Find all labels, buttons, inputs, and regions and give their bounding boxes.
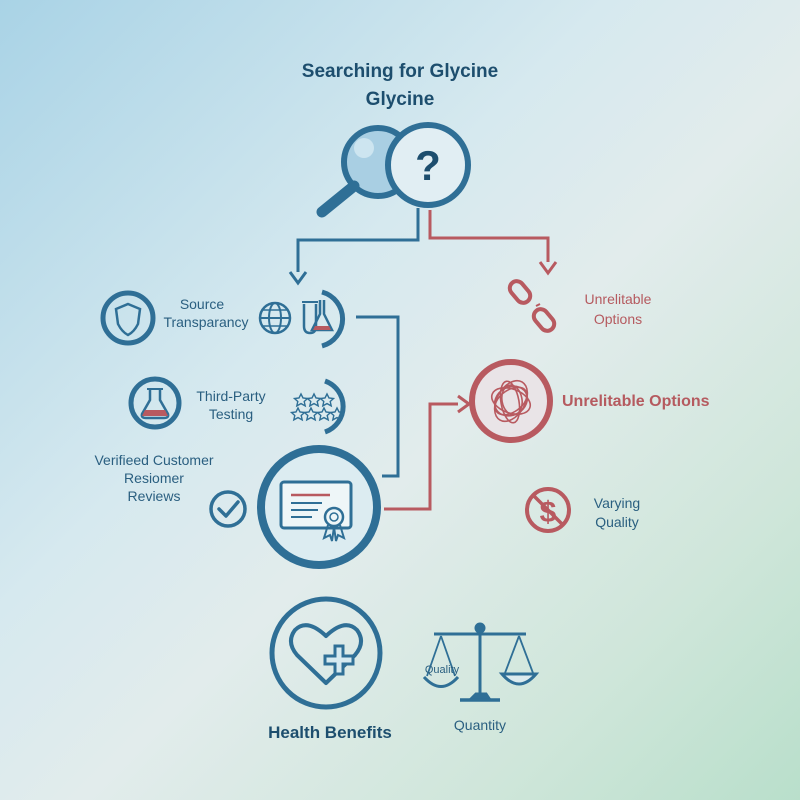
varying-quality-line2: Quality — [595, 514, 639, 530]
heart-plus-icon — [269, 596, 383, 710]
arrowhead-right — [538, 261, 558, 276]
lab-flasks-icon — [302, 300, 335, 335]
source-label-line2: Transparancy — [163, 314, 249, 330]
svg-text:$: $ — [540, 496, 557, 529]
connector-to-right — [428, 210, 550, 262]
reviews-label-line2: Resiomer — [124, 470, 184, 486]
balance-scale-icon — [422, 622, 540, 702]
tangled-chaos-icon — [469, 359, 553, 443]
page-title: Searching for Glycine — [301, 61, 499, 82]
bracket-arc-testing — [324, 378, 346, 435]
page-subtitle: Glycine — [365, 89, 435, 110]
source-label-line1: Source — [179, 296, 225, 312]
unreliable-options-small-line2: Options — [593, 311, 643, 327]
search-question-icon: ? — [316, 122, 471, 218]
bracket-arc-source — [321, 289, 346, 349]
arrowhead-chaos — [457, 394, 472, 414]
connector-certificate-to-chaos — [384, 402, 458, 511]
reviews-label-line1: Verifieed Customer — [94, 452, 214, 468]
svg-text:?: ? — [415, 142, 441, 189]
check-icon — [209, 490, 247, 528]
globe-icon — [258, 301, 292, 335]
unreliable-options-small-line1: Unrelitable — [584, 291, 652, 307]
health-benefits-label: Health Benefits — [268, 723, 392, 742]
connector-to-left — [296, 208, 420, 272]
arrowhead-left — [288, 271, 308, 286]
certificate-icon — [257, 445, 381, 569]
shield-icon — [100, 290, 156, 346]
unreliable-options-big: Unrelitable Options — [562, 393, 710, 410]
testing-label-line1: Third-Party — [196, 388, 266, 404]
testing-label-line2: Testing — [208, 406, 254, 422]
rating-stars-icon — [289, 392, 346, 422]
broken-link-icon — [507, 279, 557, 333]
connector-source-to-certificate — [356, 315, 400, 478]
quantity-label: Quantity — [453, 717, 507, 733]
quality-label: Quality — [424, 664, 460, 676]
varying-quality-line1: Varying — [593, 495, 641, 511]
no-dollar-icon: $ — [525, 487, 571, 533]
flask-icon — [128, 376, 182, 430]
reviews-label-line3: Reviews — [127, 488, 181, 504]
